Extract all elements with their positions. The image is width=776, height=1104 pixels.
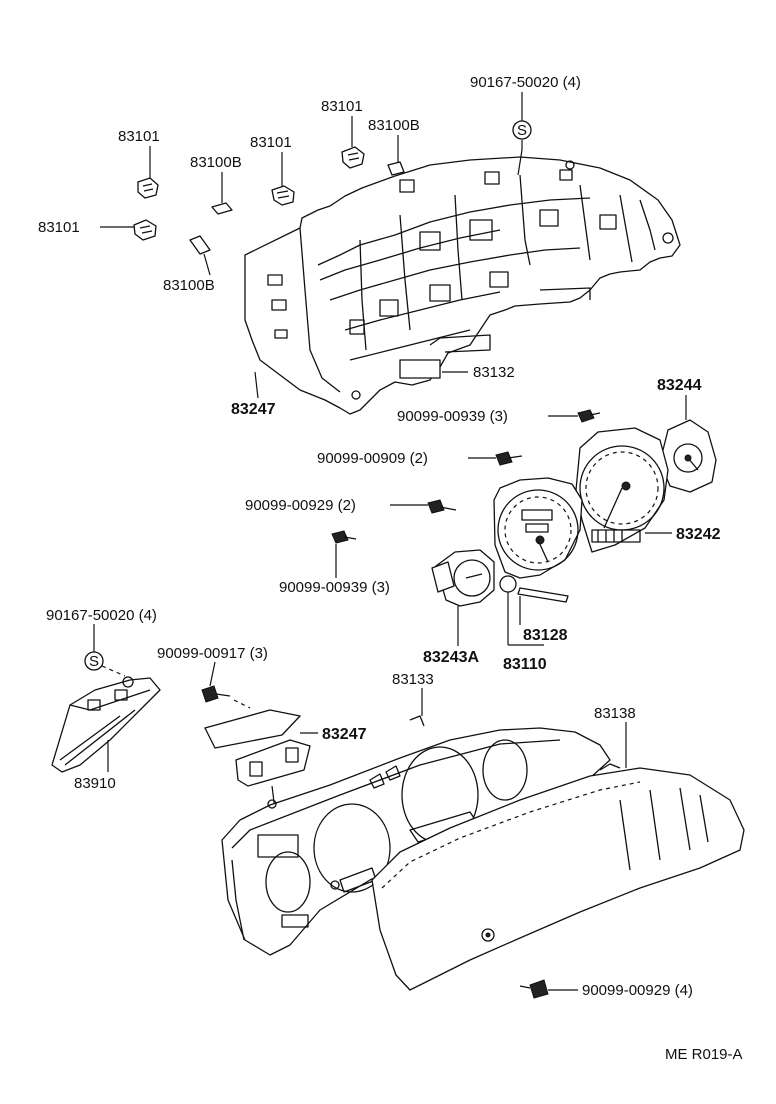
- lens-83138: [371, 763, 745, 991]
- housing-83133: [221, 715, 611, 956]
- bracket-83910: [51, 676, 161, 773]
- label-90167-left: 90167-50020 (4): [46, 607, 157, 624]
- label-83138: 83138: [594, 705, 636, 722]
- shaft-83128: [517, 587, 569, 603]
- label-90099-00909: 90099-00909 (2): [317, 450, 428, 467]
- s-marker-left: S: [84, 651, 104, 671]
- socket-83101-d: [341, 146, 365, 169]
- circuit-83247-mid: [204, 709, 311, 787]
- tachometer-83110: [493, 477, 583, 593]
- label-83110: 83110: [503, 656, 547, 673]
- screw-90099-00917: [201, 685, 231, 703]
- screw-90099-00939-a: [577, 409, 601, 423]
- label-83244: 83244: [657, 377, 702, 394]
- label-83101-a: 83101: [118, 128, 160, 145]
- gauge-83243a: [431, 549, 495, 607]
- bulb-83100b-a: [211, 202, 233, 215]
- label-83133: 83133: [392, 671, 434, 688]
- label-90099-00929-a: 90099-00929 (2): [245, 497, 356, 514]
- label-83101-d: 83101: [321, 98, 363, 115]
- label-83910: 83910: [74, 775, 116, 792]
- screw-90099-00939-b: [331, 530, 357, 544]
- reference-code: ME R019-A: [665, 1046, 743, 1063]
- bulb-83100b-c: [387, 161, 405, 176]
- label-83101-c: 83101: [250, 134, 292, 151]
- label-90099-00929-b: 90099-00929 (4): [582, 982, 693, 999]
- label-83242: 83242: [676, 526, 721, 543]
- socket-83101-b: [133, 219, 157, 241]
- label-83247-mid: 83247: [322, 726, 367, 743]
- label-83128: 83128: [523, 627, 568, 644]
- label-83101-b: 83101: [38, 219, 80, 236]
- label-90099-00939-b: 90099-00939 (3): [279, 579, 390, 596]
- s-marker-text-left: S: [89, 653, 99, 670]
- screw-90099-00909: [495, 451, 523, 466]
- label-83243a: 83243A: [423, 649, 479, 666]
- label-83100b-c: 83100B: [368, 117, 420, 134]
- label-83247-top: 83247: [231, 401, 276, 418]
- label-90167-top: 90167-50020 (4): [470, 74, 581, 91]
- label-90099-00939-a: 90099-00939 (3): [397, 408, 508, 425]
- label-90099-00917: 90099-00917 (3): [157, 645, 268, 662]
- gauge-83244: [659, 419, 717, 493]
- screw-90099-00929-b: [519, 979, 549, 999]
- upper-housing-83247: [244, 156, 681, 415]
- screw-90099-00929-a: [427, 499, 457, 514]
- socket-83101-a: [137, 177, 159, 199]
- label-83100b-a: 83100B: [190, 154, 242, 171]
- label-83100b-b: 83100B: [163, 277, 215, 294]
- bulb-83100b-b: [189, 235, 211, 255]
- s-marker-text: S: [517, 122, 527, 139]
- s-marker-top: S: [512, 120, 532, 140]
- socket-83101-c: [271, 185, 295, 206]
- label-83132: 83132: [473, 364, 515, 381]
